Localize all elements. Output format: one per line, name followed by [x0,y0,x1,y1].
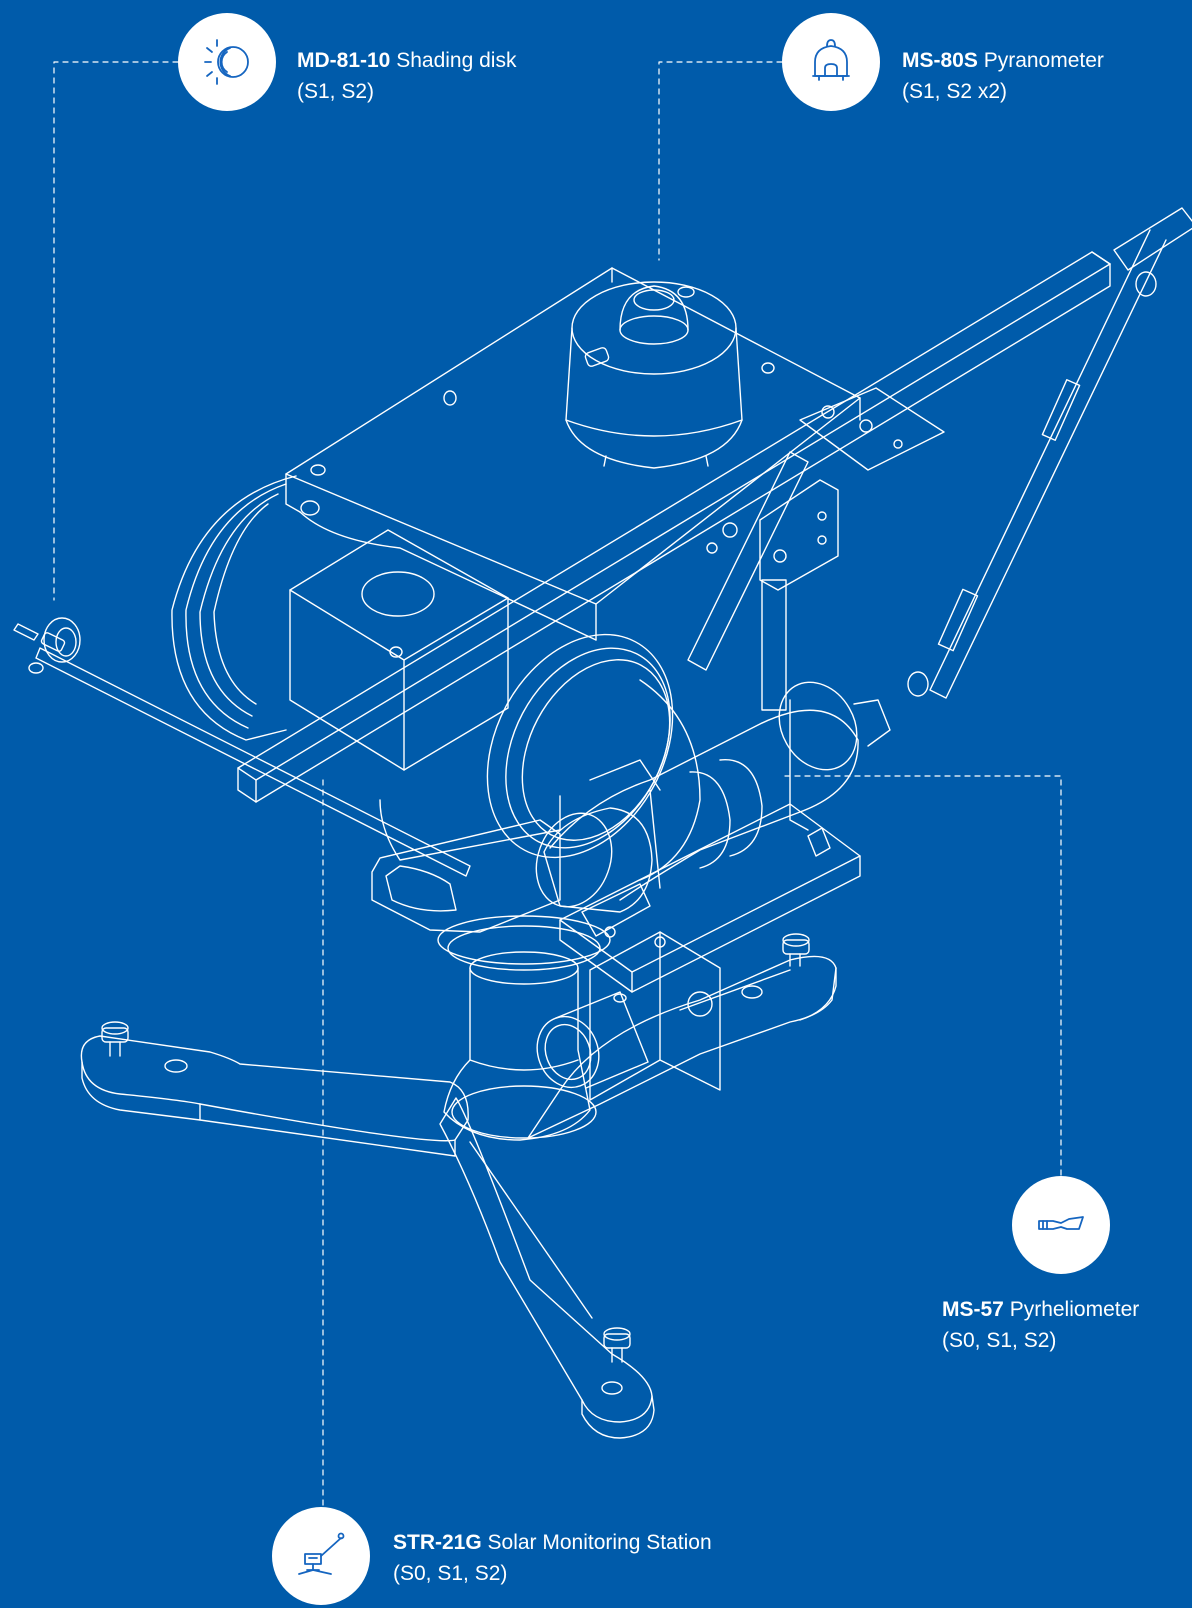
base-hole-bottom [601,1381,623,1395]
monitoring-station-model: STR-21G [393,1531,482,1554]
pyranometer-name: Pyranometer [983,49,1104,72]
pyranometer-stations: (S1, S2 x2) [902,80,1008,103]
tripod-base [80,933,837,1439]
pyranometer-icon [812,39,850,81]
gear-housing-front [486,633,701,881]
pyranometer-model: MS-80S [902,49,978,72]
pyrheliometer-on-tracker [535,681,891,913]
leader-lines [53,61,1062,1506]
leader-pyranometer [658,61,783,261]
shading-disk-name: Shading disk [396,49,517,72]
monitoring-station-name: Solar Monitoring Station [487,1531,712,1554]
instrument-plate [559,803,861,993]
shading-disk-icon [204,39,249,85]
mounting-plate [706,387,945,711]
central-column [437,915,611,1141]
leveling-knob-left [101,1021,129,1057]
pyranometer-callout-badge [782,13,880,111]
pyrheliometer-model: MS-57 [942,1298,1004,1321]
tracker-arm [237,251,1111,803]
pyranometer-label: MS-80S Pyranometer (S1, S2 x2) [902,45,1104,107]
pyrheliometer-icon [1038,1216,1084,1230]
electronics-box [289,529,509,771]
pyrheliometer-stations: (S0, S1, S2) [942,1329,1057,1352]
leader-shading-disk [53,61,179,601]
base-hole-left [164,1059,188,1073]
support-struts [687,207,1192,699]
monitoring-station-icon [298,1532,345,1575]
monitoring-station-callout-badge [272,1507,370,1605]
shading-disk-label: MD-81-10 Shading disk (S1, S2) [297,45,516,107]
shading-disk-arm [13,617,471,877]
pyrheliometer-name: Pyrheliometer [1009,1298,1140,1321]
monitoring-station-label: STR-21G Solar Monitoring Station (S0, S1… [393,1527,712,1589]
leader-pyrheliometer [784,775,1062,1176]
shading-disk-callout-badge [178,13,276,111]
box-lid-circle [361,571,435,617]
pyrheliometer-callout-badge [1012,1176,1110,1274]
shading-disk-stations: (S1, S2) [297,80,375,103]
gear-ring-left [171,475,297,741]
base-hole-right [741,985,763,999]
pyrheliometer-label: MS-57 Pyrheliometer (S0, S1, S2) [942,1294,1139,1356]
pyranometer-on-tracker [565,281,743,469]
leveling-knob-bottom [603,1327,631,1363]
lower-drive [536,931,721,1101]
shading-disk-model: MD-81-10 [297,49,391,72]
leveling-knob-right [782,933,810,967]
monitoring-station-stations: (S0, S1, S2) [393,1562,508,1585]
